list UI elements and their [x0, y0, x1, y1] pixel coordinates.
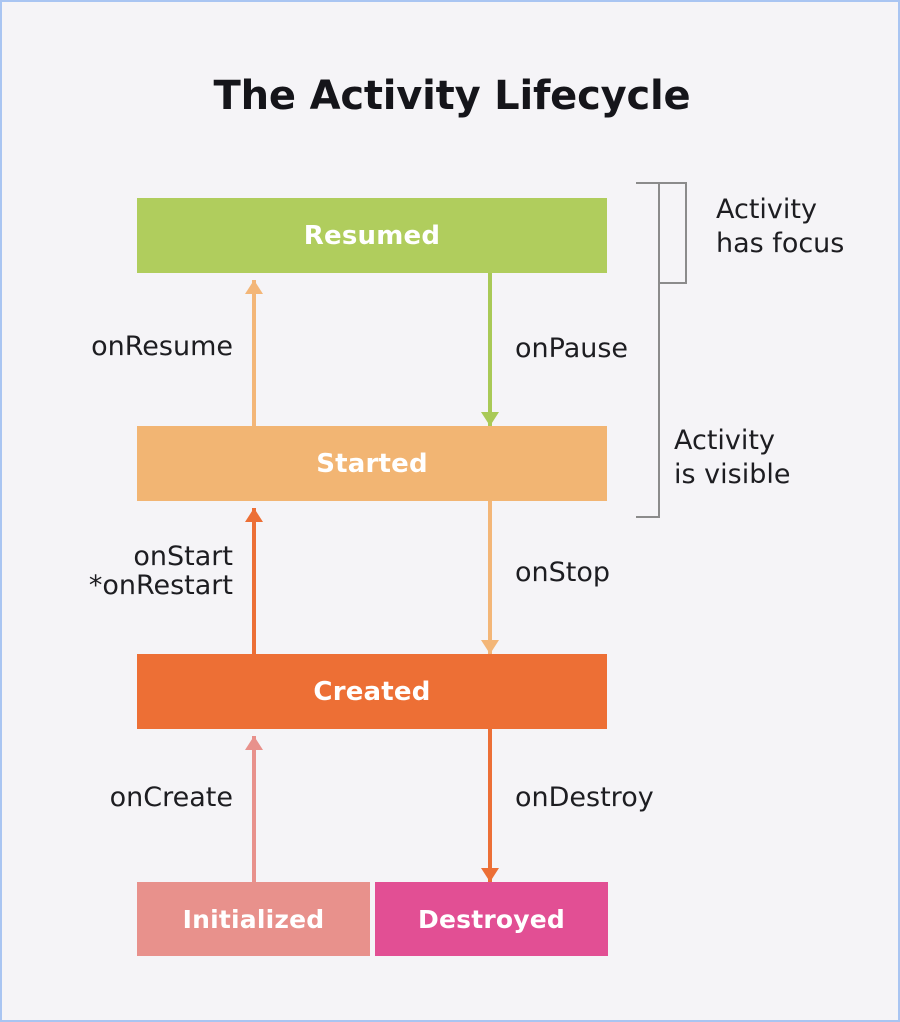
- annotation-has-focus: Activity has focus: [716, 194, 845, 259]
- arrow-head-up-icon: [245, 736, 263, 750]
- arrow-onstart: [245, 508, 263, 654]
- arrow-head-up-icon: [245, 280, 263, 294]
- arrow-ondestroy: [481, 729, 499, 882]
- state-box-created[interactable]: Created: [137, 654, 607, 729]
- edge-label-onstart: onStart *onRestart: [88, 541, 233, 602]
- arrow-shaft: [488, 273, 492, 426]
- state-box-destroyed[interactable]: Destroyed: [375, 882, 608, 956]
- arrow-head-down-icon: [481, 412, 499, 426]
- arrow-onresume: [245, 280, 263, 426]
- edge-label-onpause: onPause: [515, 333, 629, 364]
- arrow-shaft: [252, 736, 256, 882]
- page-title: The Activity Lifecycle: [213, 73, 691, 119]
- arrow-shaft: [252, 508, 256, 654]
- annotation-is-visible: Activity is visible: [674, 425, 791, 490]
- arrow-onpause: [481, 273, 499, 426]
- arrow-head-up-icon: [245, 508, 263, 522]
- arrow-oncreate: [245, 736, 263, 882]
- bracket-has-focus: [660, 182, 687, 284]
- bracket-is-visible: [636, 182, 660, 518]
- arrow-shaft: [488, 729, 492, 882]
- state-box-initialized[interactable]: Initialized: [137, 882, 370, 956]
- arrow-head-down-icon: [481, 868, 499, 882]
- edge-label-oncreate: onCreate: [109, 782, 233, 813]
- state-box-resumed[interactable]: Resumed: [137, 198, 607, 273]
- state-box-started[interactable]: Started: [137, 426, 607, 501]
- arrow-shaft: [252, 280, 256, 426]
- arrow-head-down-icon: [481, 640, 499, 654]
- arrow-shaft: [488, 501, 492, 654]
- arrow-onstop: [481, 501, 499, 654]
- edge-label-ondestroy: onDestroy: [515, 782, 654, 813]
- edge-label-onresume: onResume: [91, 331, 233, 362]
- edge-label-onstop: onStop: [515, 557, 611, 588]
